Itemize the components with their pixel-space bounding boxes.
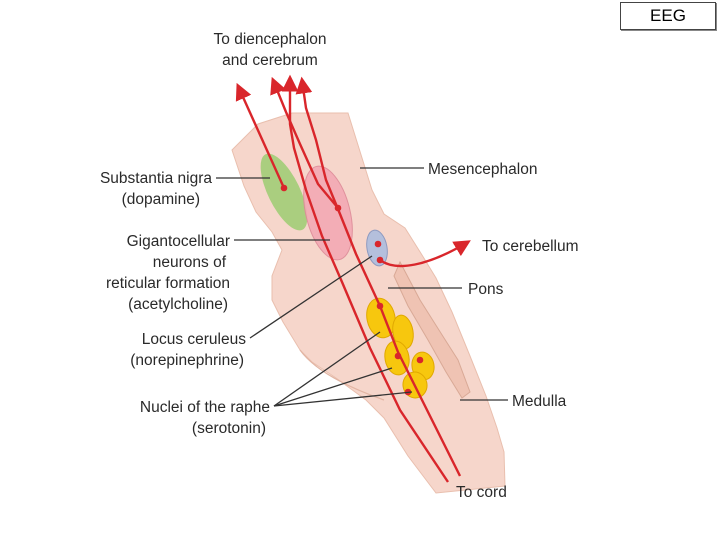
label-gigant-line3: reticular formation <box>106 275 230 292</box>
label-medulla: Medulla <box>512 393 567 410</box>
label-raphe-line1: Nuclei of the raphe <box>140 399 270 416</box>
label-gigant-line1: Gigantocellular <box>127 233 230 250</box>
dot-raphe-3 <box>416 356 424 364</box>
dot-locus-ceruleus-2 <box>376 256 384 264</box>
dot-raphe-2 <box>394 352 402 360</box>
gigantocellular-neurons <box>303 165 353 261</box>
label-locus-line2: (norepinephrine) <box>130 352 244 369</box>
leader-raphe-3 <box>273 391 413 407</box>
label-substantia-line2: (dopamine) <box>122 191 200 208</box>
leader-raphe-2 <box>273 367 393 407</box>
pathway-serotonin <box>295 76 462 477</box>
pathway-acetylcholine <box>270 76 339 209</box>
leader-locus-ceruleus <box>249 255 373 339</box>
substantia-nigra <box>260 153 308 231</box>
dot-raphe-1 <box>376 302 384 310</box>
label-cord: To cord <box>456 484 507 501</box>
dot-gigantocellular <box>334 204 342 212</box>
label-locus-line1: Locus ceruleus <box>142 331 247 348</box>
pathway-norepinephrine <box>281 74 449 483</box>
leader-raphe-1 <box>273 331 381 407</box>
label-raphe-line2: (serotonin) <box>192 420 266 437</box>
pathway-dopamine <box>235 82 286 189</box>
label-cerebellum: To cerebellum <box>482 238 579 255</box>
label-gigant-line4: (acetylcholine) <box>128 296 228 313</box>
ventricle-fold <box>393 260 471 399</box>
label-substantia-line1: Substantia nigra <box>100 170 212 187</box>
label-top-line2: and cerebrum <box>222 52 318 69</box>
dot-substantia-nigra <box>280 184 288 192</box>
label-gigant-line2: neurons of <box>153 254 227 271</box>
locus-ceruleus <box>366 229 388 267</box>
label-top-line1: To diencephalon <box>214 31 327 48</box>
dot-locus-ceruleus-1 <box>374 240 382 248</box>
origin-dots <box>280 184 424 396</box>
label-pons: Pons <box>468 281 504 298</box>
slide-tag: EEG <box>620 2 716 30</box>
label-mesencephalon: Mesencephalon <box>428 161 537 178</box>
pathway-cerebellum <box>379 240 471 268</box>
